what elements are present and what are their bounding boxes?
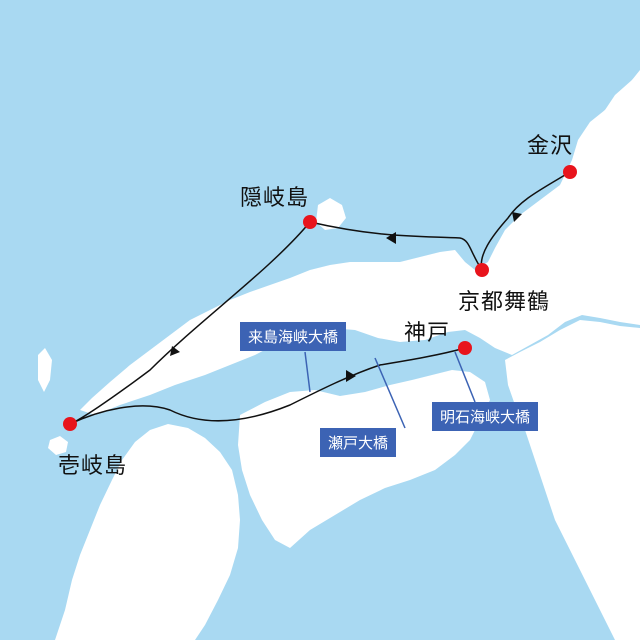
land-noto (560, 72, 640, 185)
bridge-pointer-akashi (454, 351, 476, 403)
land-kii (505, 320, 640, 640)
bridge-pointer-kurushima (304, 351, 311, 393)
route-arrow-3 (170, 346, 180, 356)
route-arrow-1 (512, 212, 522, 222)
port-marker-iki (63, 417, 77, 431)
land-honshu (80, 0, 640, 415)
bridge-label-seto: 瀬戸大橋 (320, 428, 397, 457)
port-label-kobe: 神戸 (404, 321, 451, 346)
bridge-label-akashi: 明石海峡大橋 (432, 402, 539, 431)
port-marker-kanazawa (563, 165, 577, 179)
bridge-pointer-seto (374, 357, 406, 429)
land-kyushu (55, 424, 240, 640)
route-arrow-2 (386, 232, 396, 244)
port-label-maizuru: 京都舞鶴 (458, 290, 551, 315)
land-tsushima (38, 348, 52, 392)
land-maizuru-coast (488, 228, 528, 275)
port-marker-maizuru (475, 263, 489, 277)
route-arrow-4 (346, 370, 356, 382)
port-label-kanazawa: 金沢 (527, 134, 574, 159)
land-shikoku (238, 370, 490, 548)
port-label-iki: 壱岐島 (58, 454, 128, 479)
land-iki (48, 436, 68, 455)
port-label-oki: 隠岐島 (240, 186, 310, 211)
port-marker-oki (303, 215, 317, 229)
bridge-label-kurushima: 来島海峡大橋 (240, 322, 347, 351)
land-oki (316, 198, 346, 230)
port-marker-kobe (458, 341, 472, 355)
